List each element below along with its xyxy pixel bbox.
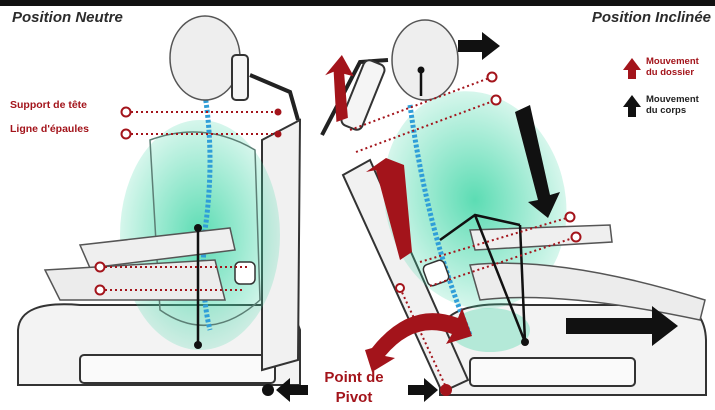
head-movement-arrow xyxy=(458,32,500,60)
legend-backrest: Mouvement du dossier xyxy=(646,56,699,78)
title-neutral-position: Position Neutre xyxy=(12,9,123,26)
left-head xyxy=(170,16,240,100)
right-head xyxy=(392,20,458,100)
right-pivot-arrow xyxy=(408,378,438,402)
legend-backrest-icon xyxy=(623,58,641,79)
pivot-point-label: Point de Pivot xyxy=(318,368,390,408)
legend-backrest-line1: Mouvement xyxy=(646,56,699,67)
right-pivot-point xyxy=(440,384,452,396)
left-lumbar-pad xyxy=(235,262,255,284)
neutral-figure xyxy=(18,16,308,402)
pivot-label-line2: Pivot xyxy=(318,388,390,408)
label-shoulder-line: Ligne d'épaules xyxy=(10,123,89,135)
right-seat-cushion xyxy=(470,358,635,386)
label-head-support: Support de tête xyxy=(10,99,87,111)
title-inclined-position: Position Inclinée xyxy=(592,9,711,26)
right-arm xyxy=(470,225,612,250)
left-pivot-point xyxy=(262,384,274,396)
left-headrest-frame xyxy=(250,75,298,120)
legend-body: Mouvement du corps xyxy=(646,94,699,116)
legend-backrest-line2: du dossier xyxy=(646,67,699,78)
legend-body-line1: Mouvement xyxy=(646,94,699,105)
pivot-label-line1: Point de xyxy=(318,368,390,388)
legend-body-line2: du corps xyxy=(646,105,699,116)
left-seat-cushion xyxy=(80,355,275,383)
left-headrest xyxy=(232,55,248,100)
legend-body-icon xyxy=(623,95,641,117)
